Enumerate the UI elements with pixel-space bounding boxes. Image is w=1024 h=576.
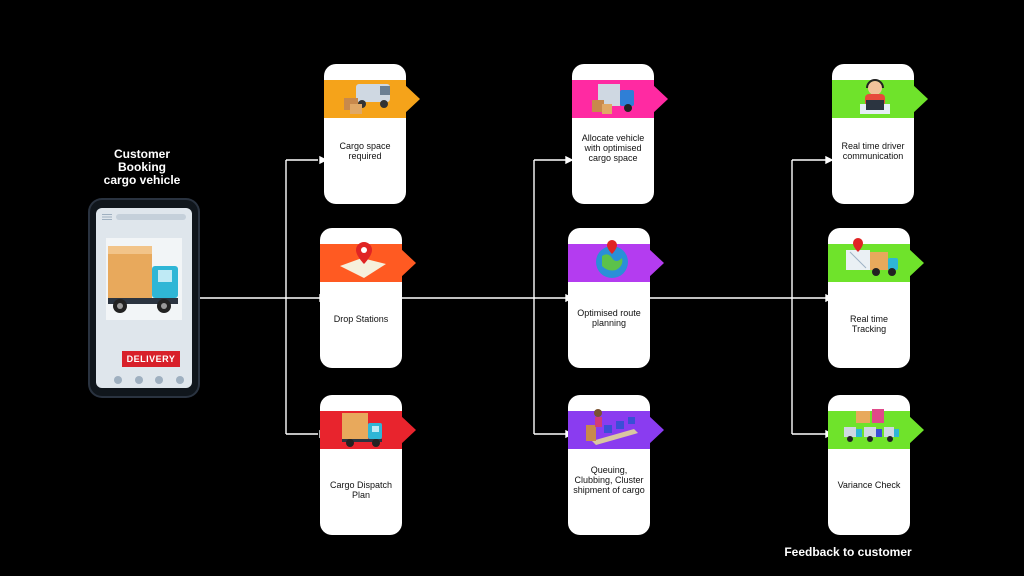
customer-title: Customer Booking cargo vehicle (103, 147, 181, 187)
operator-headset-icon (860, 79, 890, 114)
feedback-title: Feedback to customer (784, 545, 912, 559)
delivery-truck-icon (106, 238, 182, 320)
card-label: Queuing, Clubbing, Cluster shipment of c… (573, 465, 645, 495)
van-boxes-icon (344, 84, 390, 114)
search-bar[interactable] (116, 214, 186, 220)
card-label: Real time Tracking (849, 314, 888, 334)
card-drop-stations: Drop Stations (320, 228, 416, 368)
card-queuing: Queuing, Clubbing, Cluster shipment of c… (568, 395, 664, 535)
card-label: Optimised route planning (577, 308, 641, 328)
card-label: Cargo Dispatch Plan (329, 480, 393, 500)
trucks-row-icon (844, 409, 899, 442)
card-label: Cargo space required (339, 141, 391, 161)
globe-pin-icon (596, 240, 628, 278)
card-cargo-space: Cargo space required (324, 64, 420, 204)
phone: DELIVERY (90, 200, 198, 396)
delivery-button[interactable]: DELIVERY (122, 351, 180, 367)
card-dispatch-plan: Cargo Dispatch Plan (320, 395, 416, 535)
truck-icon (342, 413, 382, 447)
nav-dot-2[interactable] (134, 376, 143, 384)
phone-screen: DELIVERY (96, 208, 192, 388)
app-topbar (102, 214, 186, 220)
card-allocate-vehicle: Allocate vehicle with optimised cargo sp… (572, 64, 668, 204)
card-tracking: Real time Tracking (828, 228, 924, 368)
card-variance-check: Variance Check (828, 395, 924, 535)
card-route-planning: Optimised route planning (568, 228, 664, 368)
nav-dot-1[interactable] (114, 376, 122, 384)
nav-dot-3[interactable] (155, 376, 164, 384)
card-driver-communication: Real time driver communication (832, 64, 928, 204)
nav-dot-4[interactable] (175, 376, 184, 384)
map-pin-icon (340, 242, 386, 278)
card-label: Allocate vehicle with optimised cargo sp… (581, 133, 645, 163)
card-label: Variance Check (837, 480, 901, 490)
truck-map-icon (846, 238, 898, 276)
conveyor-icon (586, 409, 638, 445)
phone-nav (114, 376, 184, 384)
card-label: Drop Stations (333, 314, 389, 324)
truck-loading-icon (592, 84, 634, 114)
card-label: Real time driver communication (841, 141, 905, 161)
menu-icon[interactable] (102, 214, 112, 220)
